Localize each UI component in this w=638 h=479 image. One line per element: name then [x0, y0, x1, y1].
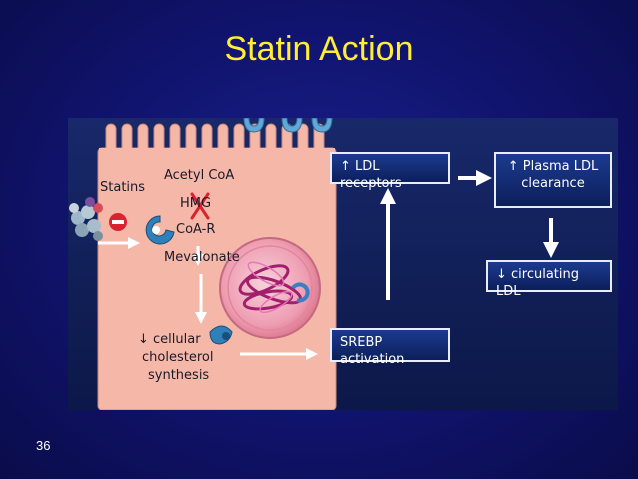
slide-title: Statin Action — [224, 30, 414, 68]
plasma-ldl-box: ↑ Plasma LDL clearance — [494, 152, 612, 208]
cellular-label-line2: cholesterol — [142, 350, 214, 365]
srebp-protein-icon — [209, 325, 233, 345]
hmg-coa-reductase-icon — [145, 215, 175, 245]
srebp-text: SREBP activation — [340, 335, 405, 367]
srebp-box: SREBP activation — [330, 328, 450, 367]
ldl-receptors-box: ↑ LDL receptors — [330, 152, 450, 191]
slide-number: 36 — [36, 438, 51, 453]
nucleus-icon — [219, 237, 321, 339]
statins-label: Statins — [100, 180, 146, 195]
mevalonate-label: Mevalonate — [164, 250, 240, 265]
acetyl-coa-label: Acetyl CoA — [164, 168, 235, 183]
circulating-ldl-box: ↓ circulating LDL — [486, 260, 612, 299]
block-x-icon — [190, 192, 210, 220]
ldl-receptors-text: ↑ LDL receptors — [340, 159, 402, 191]
statin-diagram: Acetyl CoA Statins HMG CoA-R Mevalonate … — [68, 118, 618, 410]
cellular-label-line1: ↓ cellular — [138, 332, 201, 347]
inhibit-icon — [109, 213, 127, 231]
statin-molecule-icon — [69, 197, 103, 241]
coa-r-label: CoA-R — [176, 222, 216, 237]
circulating-ldl-text: ↓ circulating LDL — [496, 267, 580, 299]
cellular-label-line3: synthesis — [148, 368, 210, 383]
plasma-ldl-text-line2: clearance — [521, 176, 585, 191]
hmg-label: HMG — [180, 196, 212, 211]
pathway-arrows — [98, 237, 318, 360]
plasma-ldl-text-line1: ↑ Plasma LDL — [507, 159, 599, 174]
cell-body — [97, 123, 337, 410]
outer-arrows — [380, 170, 559, 300]
ldl-receptor-icons — [243, 118, 333, 133]
